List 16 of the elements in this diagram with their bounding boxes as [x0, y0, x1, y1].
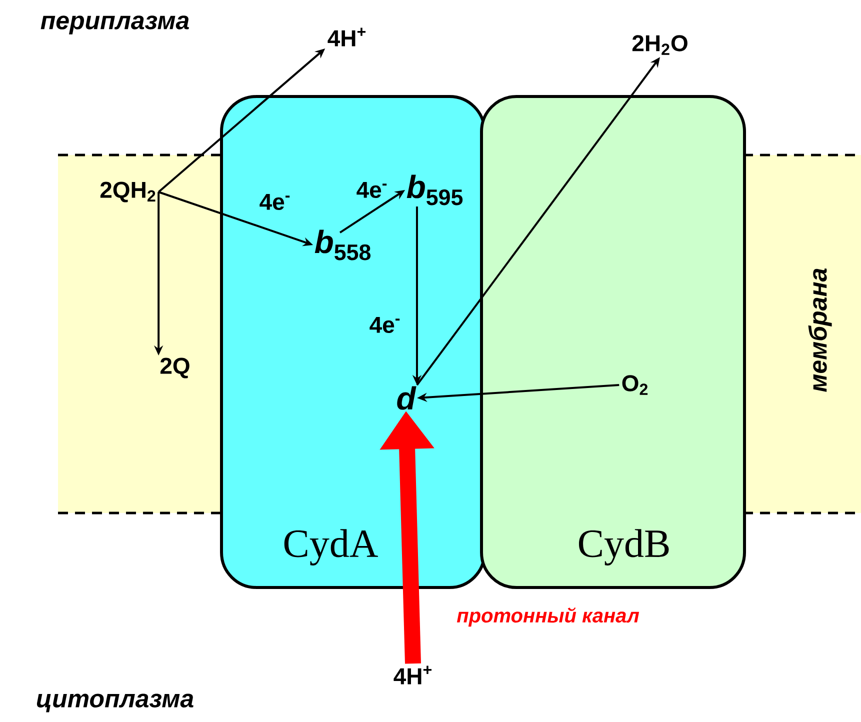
region-label: периплазма: [40, 16, 189, 34]
heme-label: b$_{558}$: [314, 230, 371, 260]
species-label: 2QH$_{2}$: [100, 182, 156, 202]
region-label: мембрана: [808, 268, 832, 392]
species-label: 4H$^{+}$: [394, 666, 432, 684]
edge-label: 4e$^{-}$: [260, 194, 290, 210]
edge-label: протонный канал: [456, 607, 640, 627]
heme-label: d: [397, 386, 416, 410]
edge-label: 4e$^{-}$: [356, 182, 387, 198]
species-label: O$_{2}$: [622, 375, 648, 395]
edge-label: 4e$^{-}$: [370, 316, 400, 334]
species-label: 2H$_{2}$O: [632, 35, 688, 55]
region-label: цитоплазма: [36, 694, 194, 712]
species-label: 2Q: [160, 358, 190, 378]
heme-label: b$_{595}$: [406, 174, 463, 206]
species-label: 4H$^{+}$: [328, 28, 366, 46]
